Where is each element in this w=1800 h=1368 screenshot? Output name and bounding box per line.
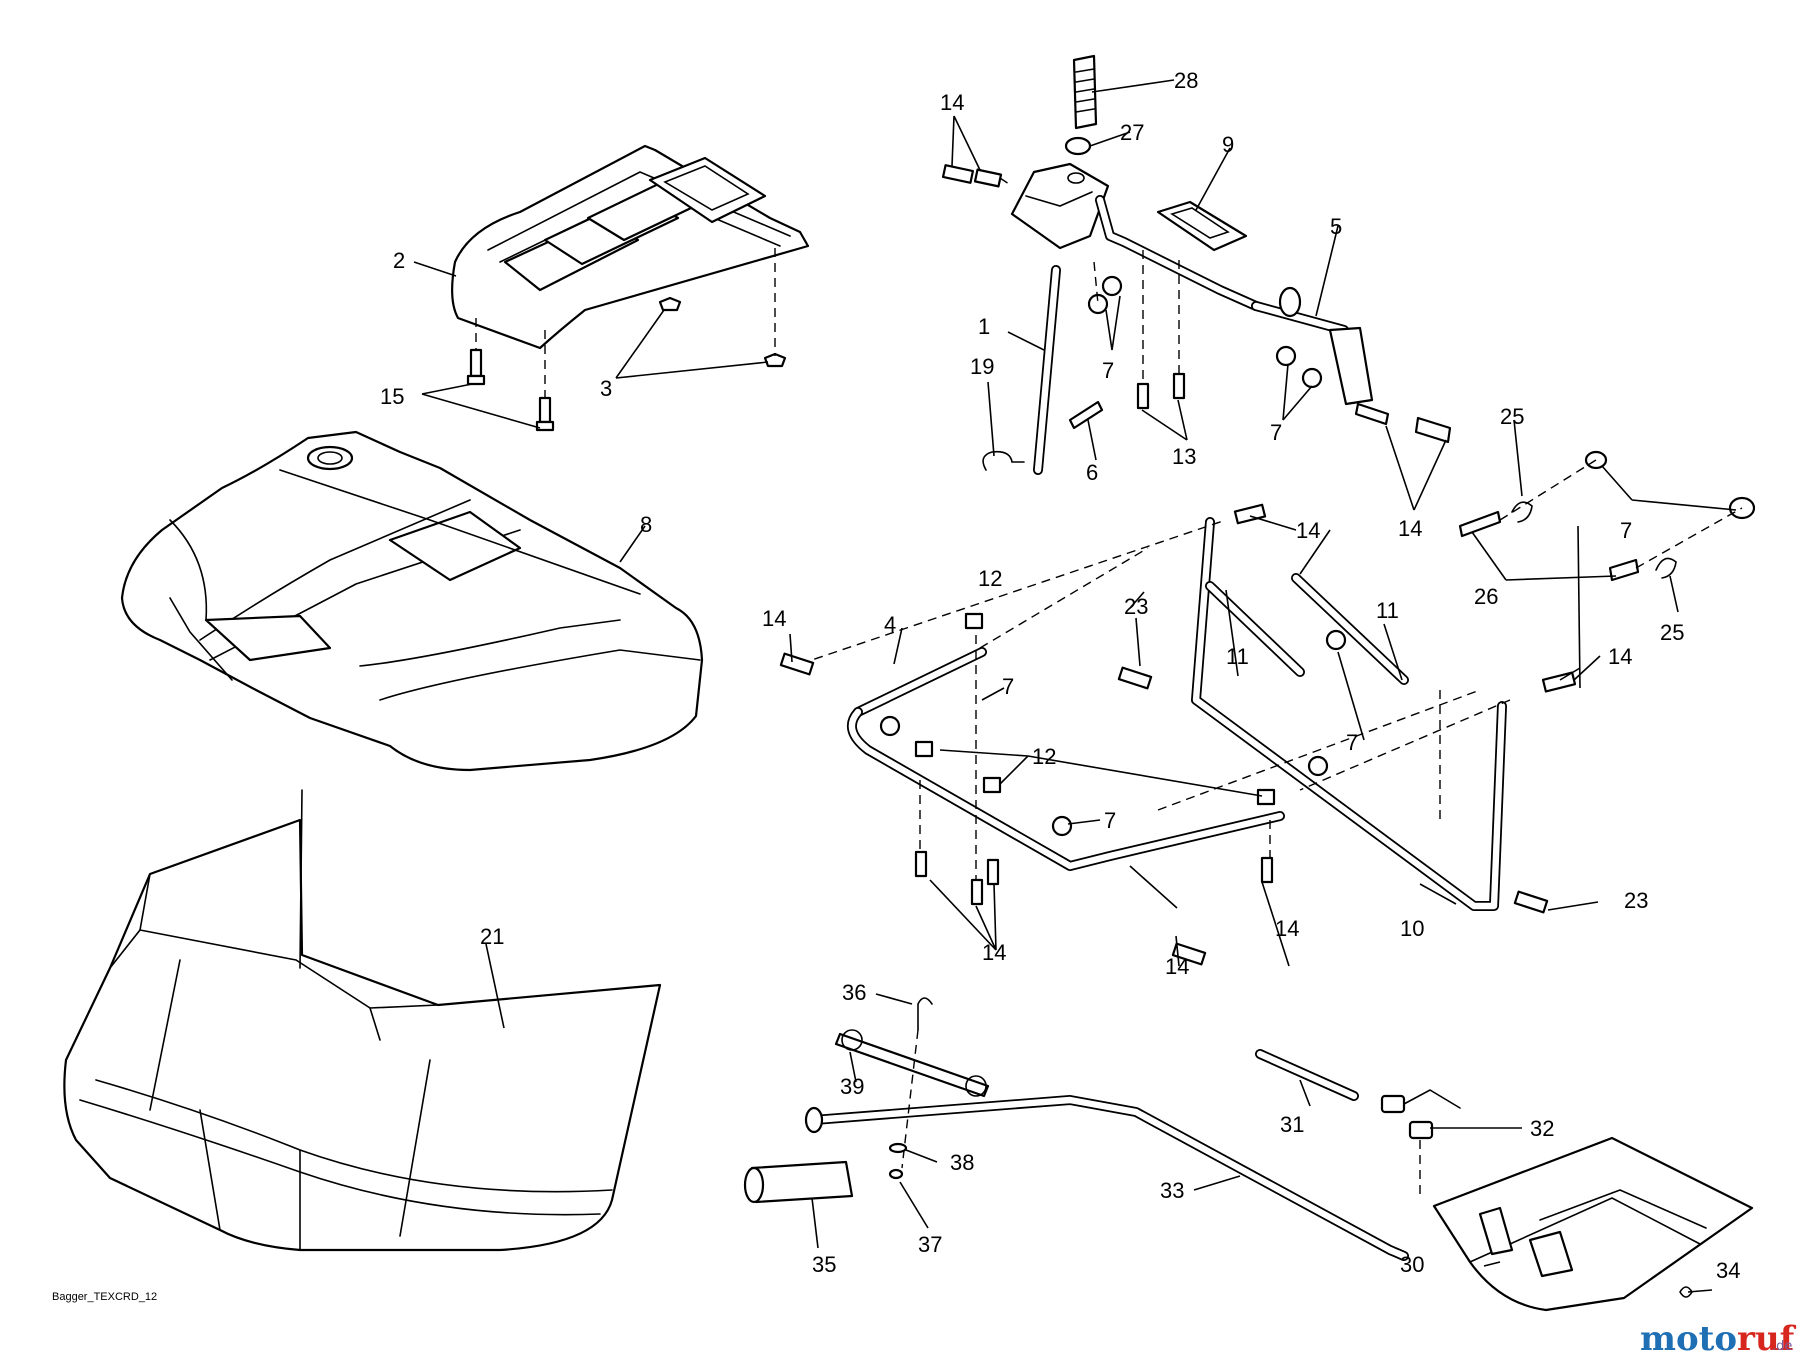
callout-12a: 12 [978, 566, 1002, 591]
callout-15: 15 [380, 384, 404, 409]
motoruf-logo: motoruf .de [1640, 1319, 1797, 1359]
callout-14b: 14 [1398, 516, 1422, 541]
leader-lines [413, 79, 1737, 1293]
callout-26: 26 [1474, 584, 1498, 609]
release-lever-assembly [743, 997, 1754, 1312]
callout-38: 38 [950, 1150, 974, 1175]
callout-7d: 7 [1002, 674, 1014, 699]
callout-34: 34 [1716, 1258, 1740, 1283]
callout-23a: 23 [1124, 594, 1148, 619]
callout-2: 2 [393, 248, 405, 273]
callout-31: 31 [1280, 1112, 1304, 1137]
lift-handle-assembly [941, 54, 1452, 475]
callout-28: 28 [1174, 68, 1198, 93]
bag-frame-assembly [779, 450, 1756, 966]
callout-9: 9 [1222, 132, 1234, 157]
callout-30: 30 [1400, 1252, 1424, 1277]
callout-19: 19 [970, 354, 994, 379]
callout-14f: 14 [982, 940, 1006, 965]
callout-37: 37 [918, 1232, 942, 1257]
callout-11a: 11 [1376, 598, 1399, 623]
callout-14h: 14 [1275, 916, 1299, 941]
callout-21: 21 [480, 924, 504, 949]
cover-fasteners [466, 248, 787, 432]
callout-7c: 7 [1620, 518, 1632, 543]
callout-11b: 11 [1226, 644, 1249, 669]
callout-7a: 7 [1102, 358, 1114, 383]
callout-35: 35 [812, 1252, 836, 1277]
callout-14e: 14 [1608, 644, 1632, 669]
callout-4: 4 [884, 612, 896, 637]
callout-36: 36 [842, 980, 866, 1005]
top-cover-part [451, 144, 810, 350]
callout-7e: 7 [1346, 730, 1358, 755]
callout-13: 13 [1172, 444, 1196, 469]
callout-25b: 25 [1660, 620, 1684, 645]
callout-14a: 14 [940, 90, 964, 115]
callout-33: 33 [1160, 1178, 1184, 1203]
callout-12b: 12 [1032, 744, 1056, 769]
callout-10: 10 [1400, 916, 1424, 941]
callout-8: 8 [640, 512, 652, 537]
drawing-code: Bagger_TEXCRD_12 [52, 1291, 157, 1303]
callout-7f: 7 [1104, 808, 1116, 833]
hood-part [120, 430, 704, 772]
callout-1: 1 [978, 314, 990, 339]
callout-14c: 14 [1296, 518, 1320, 543]
callout-7b: 7 [1270, 420, 1282, 445]
callout-3: 3 [600, 376, 612, 401]
callout-labels: 1 2 3 4 5 6 7 7 7 7 7 7 8 9 10 11 11 12 … [380, 68, 1740, 1283]
callout-27: 27 [1120, 120, 1144, 145]
callout-6: 6 [1086, 460, 1098, 485]
svg-text:motoruf: motoruf [1640, 1319, 1797, 1359]
grass-bag-part [63, 789, 662, 1252]
callout-39: 39 [840, 1074, 864, 1099]
logo-tld: .de [1772, 1339, 1792, 1354]
callout-25a: 25 [1500, 404, 1524, 429]
callout-5: 5 [1330, 214, 1342, 239]
callout-23b: 23 [1624, 888, 1648, 913]
callout-14g: 14 [1165, 954, 1189, 979]
callout-32: 32 [1530, 1116, 1554, 1141]
callout-14d: 14 [762, 606, 786, 631]
